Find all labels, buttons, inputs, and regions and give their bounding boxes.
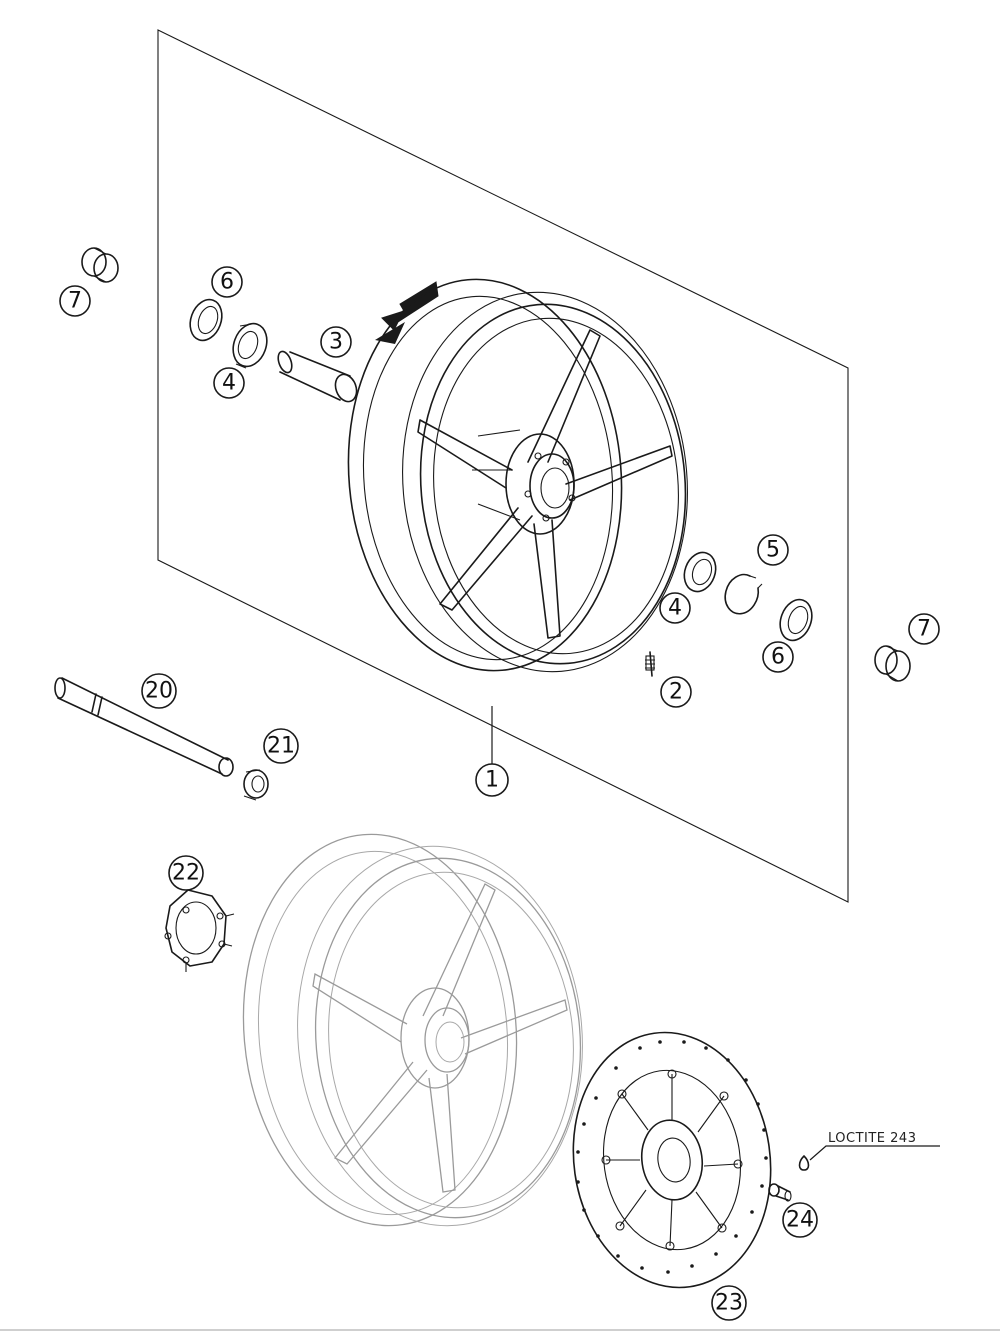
bearing-right bbox=[683, 551, 717, 593]
spacer-cap-right bbox=[874, 645, 911, 682]
bearing-left bbox=[232, 322, 268, 369]
svg-text:6: 6 bbox=[220, 270, 234, 295]
loctite-drop-icon bbox=[798, 1155, 810, 1171]
axle-nut bbox=[243, 769, 269, 801]
callout-part-4-left: 4 bbox=[213, 367, 245, 399]
callout-part-6-right: 6 bbox=[762, 641, 794, 673]
brake-disc bbox=[572, 1031, 772, 1289]
svg-text:1: 1 bbox=[485, 768, 499, 793]
seal-ring-right bbox=[779, 598, 813, 642]
callout-part-3: 3 bbox=[320, 326, 352, 358]
callout-part-23: 23 bbox=[711, 1285, 747, 1321]
assembly-frame bbox=[157, 29, 849, 903]
seal-ring-left bbox=[189, 298, 223, 342]
ghost-wheel-reference bbox=[242, 833, 583, 1227]
leader-line-loctite bbox=[809, 1145, 940, 1161]
loctite-note: LOCTITE 243 bbox=[828, 1131, 916, 1146]
callout-part-1: 1 bbox=[475, 763, 509, 797]
spacer-cap-left bbox=[81, 247, 119, 283]
callout-part-7-left: 7 bbox=[59, 285, 91, 317]
callout-part-2: 2 bbox=[660, 676, 692, 708]
callout-part-24: 24 bbox=[782, 1202, 818, 1238]
spacer-tube bbox=[277, 350, 358, 403]
svg-text:7: 7 bbox=[68, 289, 82, 314]
callout-part-5: 5 bbox=[757, 534, 789, 566]
svg-text:2: 2 bbox=[669, 680, 683, 705]
speed-sensor-ring bbox=[164, 889, 235, 972]
brake-disc-bolt bbox=[768, 1183, 792, 1202]
callout-part-21: 21 bbox=[263, 728, 299, 764]
svg-text:4: 4 bbox=[668, 596, 682, 621]
circlip bbox=[724, 573, 763, 615]
front-axle bbox=[54, 677, 234, 777]
callout-part-7-right: 7 bbox=[908, 613, 940, 645]
svg-text:23: 23 bbox=[715, 1291, 743, 1316]
svg-text:20: 20 bbox=[145, 679, 173, 704]
callout-part-4-right: 4 bbox=[659, 592, 691, 624]
callout-part-6-left: 6 bbox=[211, 266, 243, 298]
front-wheel-rim bbox=[347, 278, 688, 673]
svg-text:6: 6 bbox=[771, 645, 785, 670]
tire-valve bbox=[645, 651, 655, 677]
svg-text:7: 7 bbox=[917, 617, 931, 642]
svg-text:21: 21 bbox=[267, 734, 295, 759]
callout-part-22: 22 bbox=[168, 855, 204, 891]
svg-text:4: 4 bbox=[222, 371, 236, 396]
svg-text:24: 24 bbox=[786, 1208, 814, 1233]
svg-text:22: 22 bbox=[172, 861, 200, 886]
svg-text:5: 5 bbox=[766, 538, 780, 563]
callout-part-20: 20 bbox=[141, 673, 177, 709]
svg-text:3: 3 bbox=[329, 330, 343, 355]
